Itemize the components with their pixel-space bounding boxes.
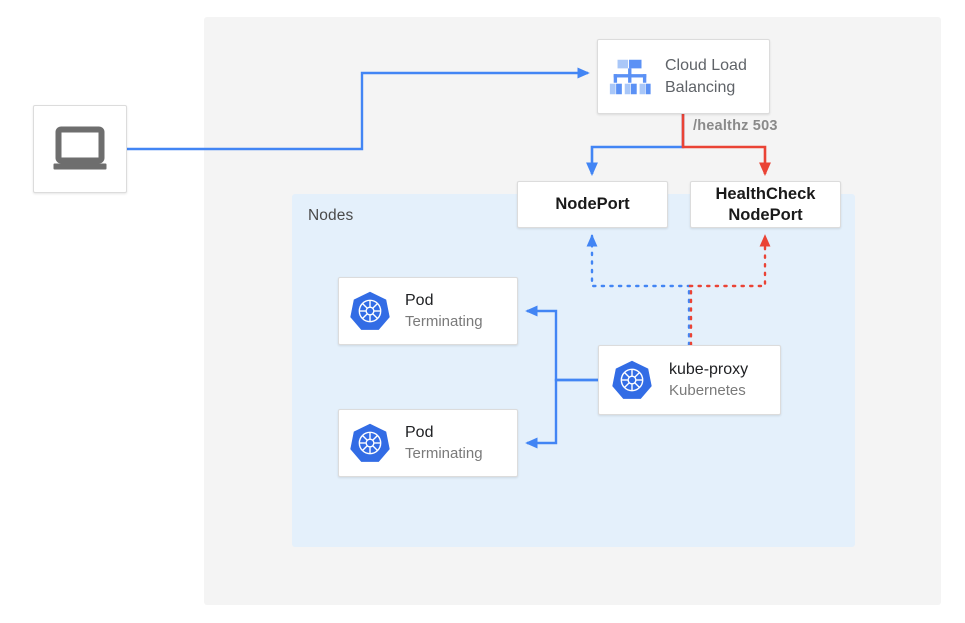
healthcheck-nodeport-node[interactable]: HealthCheck NodePort: [690, 181, 841, 228]
pod-title-1: Pod: [405, 291, 434, 309]
healthz-edge-label: /healthz 503: [693, 118, 778, 134]
pod-text-1: Pod Terminating: [405, 291, 483, 332]
edge-kubeproxy-to-pod-2: [525, 378, 598, 449]
pod-node-2[interactable]: Pod Terminating: [338, 409, 518, 477]
edge-client-to-load-balancer: [127, 67, 590, 151]
pod-status-1: Terminating: [405, 312, 483, 330]
pod-title-2: Pod: [405, 423, 434, 441]
nodes-region-label: Nodes: [308, 207, 354, 224]
kube-proxy-subtitle: Kubernetes: [669, 381, 746, 399]
cloud-load-balancing-label: Cloud Load Balancing: [665, 56, 747, 96]
kubernetes-icon: [612, 360, 652, 399]
edge-kubeproxy-to-pod-1: [525, 305, 598, 382]
kube-proxy-node[interactable]: kube-proxy Kubernetes: [598, 345, 781, 415]
nodeport-node[interactable]: NodePort: [517, 181, 668, 228]
client-node[interactable]: [33, 105, 127, 193]
kubernetes-icon: [350, 291, 390, 330]
pod-node-1[interactable]: Pod Terminating: [338, 277, 518, 345]
nodeport-label: NodePort: [555, 195, 630, 214]
edge-load-balancer-to-healthcheck-nodeport: [681, 114, 771, 177]
edge-load-balancer-to-nodeport: [586, 114, 685, 177]
laptop-icon: [53, 126, 107, 170]
cloud-load-balancing-icon: [609, 59, 651, 94]
pod-status-2: Terminating: [405, 444, 483, 462]
pod-text-2: Pod Terminating: [405, 423, 483, 464]
cloud-load-balancing-node[interactable]: Cloud Load Balancing: [597, 39, 770, 114]
kube-proxy-text: kube-proxy Kubernetes: [669, 360, 748, 401]
healthcheck-nodeport-label: HealthCheck NodePort: [715, 184, 816, 224]
edge-kubeproxy-to-healthcheck-nodeport: [688, 234, 771, 288]
edge-kubeproxy-to-nodeport: [586, 234, 692, 288]
kubernetes-icon: [350, 423, 390, 462]
kube-proxy-title: kube-proxy: [669, 360, 749, 378]
